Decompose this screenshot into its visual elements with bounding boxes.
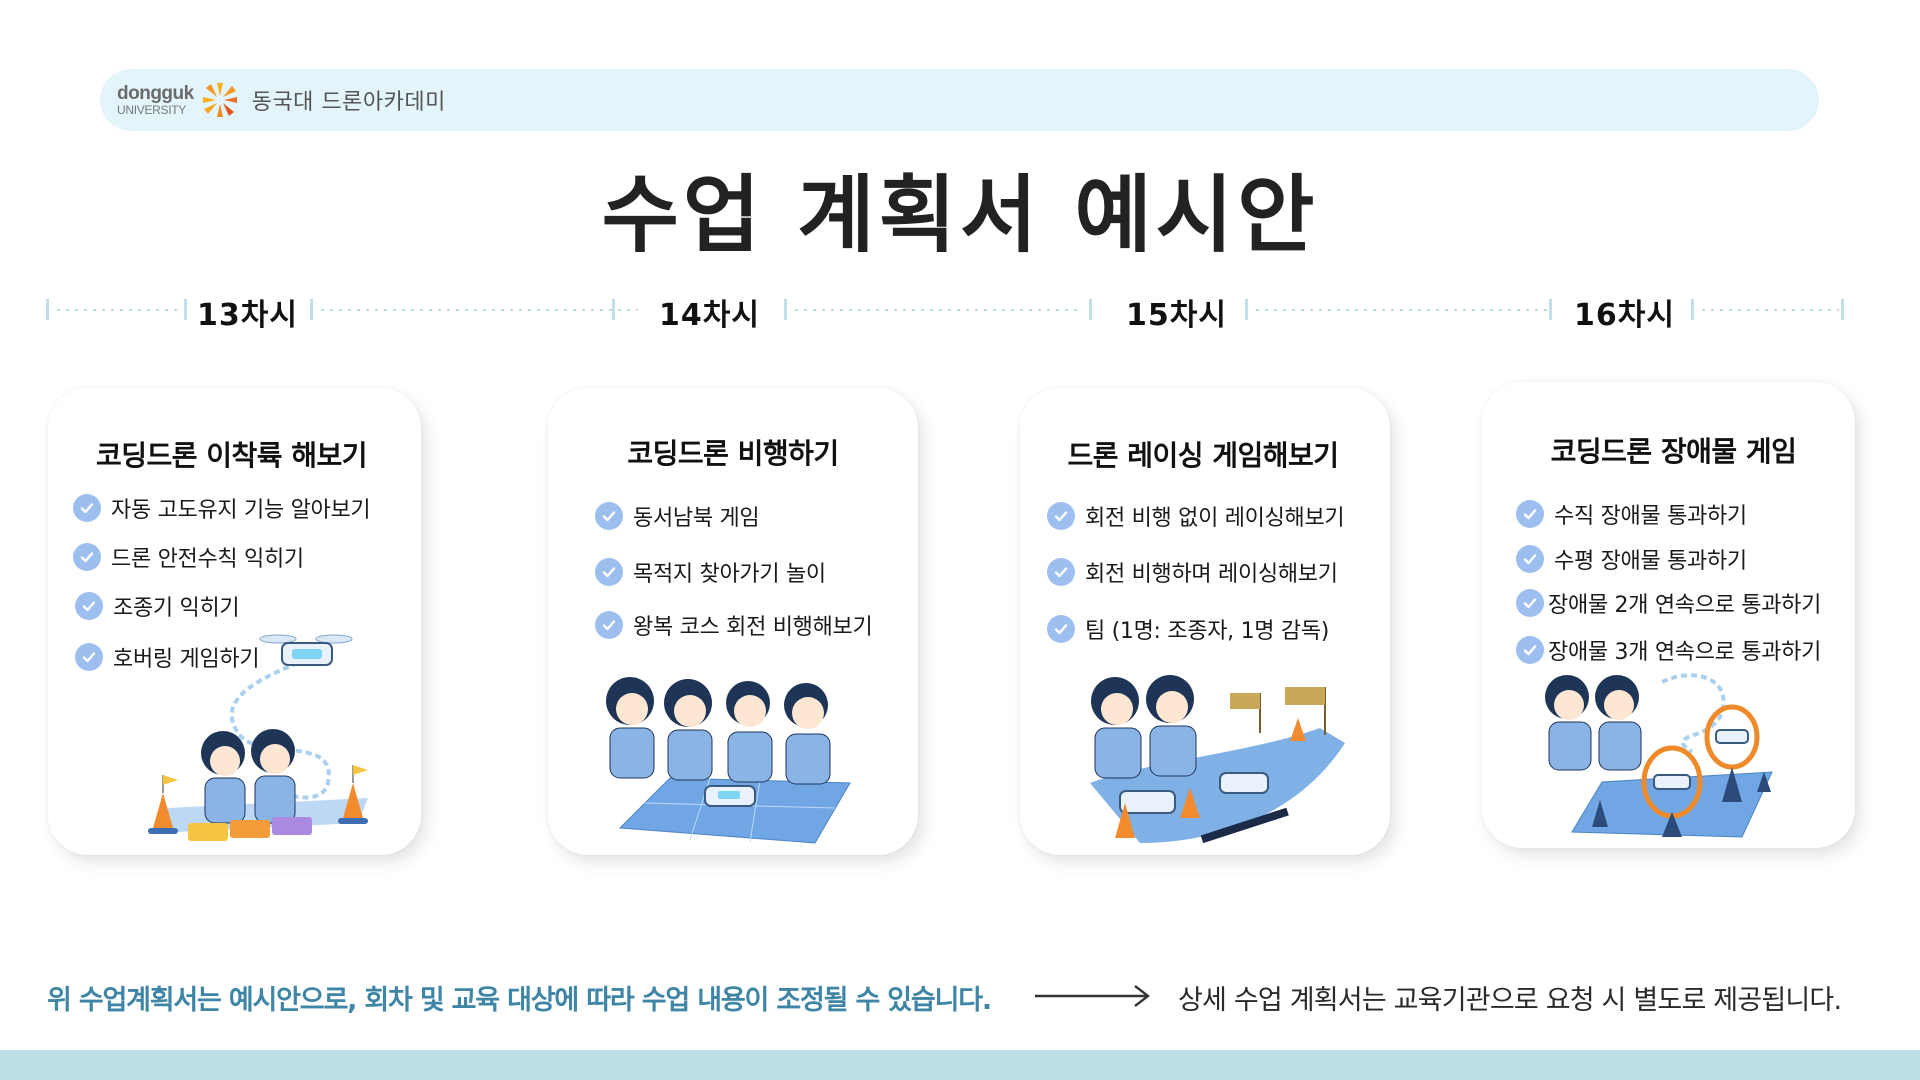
timeline-tick <box>1841 299 1844 320</box>
card-item: 동서남북 게임 <box>595 500 760 532</box>
card-item-label: 왕복 코스 회전 비행해보기 <box>633 615 873 640</box>
card-item: 호버링 게임하기 <box>75 641 260 673</box>
check-circle-icon <box>1047 502 1075 530</box>
card-item: 회전 비행하며 레이싱해보기 <box>1047 556 1338 588</box>
timeline-tick <box>612 299 615 320</box>
logo-wordmark: dongguk UNIVERSITY <box>117 84 194 116</box>
card-title: 코딩드론 이착륙 해보기 <box>95 439 368 472</box>
timeline-dots <box>792 309 1082 311</box>
check-circle-icon <box>1516 500 1544 528</box>
card-item-label: 회전 비행 없이 레이싱해보기 <box>1085 506 1345 531</box>
card-item: 자동 고도유지 기능 알아보기 <box>73 492 371 524</box>
session-card-13: 코딩드론 이착륙 해보기 자동 고도유지 기능 알아보기 드론 안전수칙 익히기… <box>48 388 421 855</box>
compass-game-illustration <box>606 677 851 844</box>
academy-name: 동국대 드론아카데미 <box>251 90 446 115</box>
hovering-drone-illustration <box>148 634 368 841</box>
timeline-tick <box>46 299 49 320</box>
timeline-tick <box>1549 299 1552 320</box>
card-item: 장애물 3개 연속으로 통과하기 <box>1516 634 1821 666</box>
card-item-label: 조종기 익히기 <box>113 596 240 621</box>
card-item-label: 자동 고도유지 기능 알아보기 <box>111 498 371 523</box>
card-item-label: 수평 장애물 통과하기 <box>1554 549 1747 574</box>
timeline-session-15: 15차시 <box>1126 298 1227 333</box>
card-item-label: 호버링 게임하기 <box>113 647 260 672</box>
timeline-tick <box>1691 299 1694 320</box>
logo-line2: UNIVERSITY <box>117 103 187 117</box>
timeline-tick <box>784 299 787 320</box>
header-bar: dongguk UNIVERSITY 동국대 드론아카데미 <box>100 69 1819 131</box>
card-title: 코딩드론 장애물 게임 <box>1550 435 1797 468</box>
session-card-15: 드론 레이싱 게임해보기 회전 비행 없이 레이싱해보기 회전 비행하며 레이싱… <box>1020 388 1390 855</box>
timeline-session-14: 14차시 <box>659 298 760 333</box>
session-card-16: 코딩드론 장애물 게임 수직 장애물 통과하기 수평 장애물 통과하기 장애물 … <box>1482 382 1855 848</box>
card-item: 왕복 코스 회전 비행해보기 <box>595 609 873 641</box>
page-title: 수업 계획서 예시안 <box>601 166 1319 264</box>
session-timeline: 13차시 14차시 15차시 16차시 <box>46 290 1846 333</box>
timeline-tick <box>1089 299 1092 320</box>
card-item: 조종기 익히기 <box>75 590 240 622</box>
sunburst-logo-icon <box>202 83 237 117</box>
check-circle-icon <box>73 543 101 571</box>
check-circle-icon <box>1516 589 1544 617</box>
check-circle-icon <box>75 592 103 620</box>
card-item-label: 장애물 3개 연속으로 통과하기 <box>1548 640 1822 665</box>
card-item: 드론 안전수칙 익히기 <box>73 541 304 573</box>
timeline-dots <box>1253 309 1550 311</box>
timeline-dots <box>318 309 638 311</box>
timeline-tick <box>1245 299 1248 320</box>
detail-plan-note: 상세 수업 계획서는 교육기관으로 요청 시 별도로 제공됩니다. <box>1178 985 1842 1016</box>
check-circle-icon <box>73 494 101 522</box>
card-item-label: 수직 장애물 통과하기 <box>1554 504 1747 529</box>
right-arrow-icon <box>1035 985 1150 1007</box>
card-item: 수직 장애물 통과하기 <box>1516 498 1747 530</box>
check-circle-icon <box>595 502 623 530</box>
timeline-session-16: 16차시 <box>1574 298 1675 333</box>
card-item: 장애물 2개 연속으로 통과하기 <box>1516 587 1821 619</box>
check-circle-icon <box>595 611 623 639</box>
check-circle-icon <box>1516 636 1544 664</box>
card-title: 드론 레이싱 게임해보기 <box>1067 439 1339 472</box>
card-item-label: 장애물 2개 연속으로 통과하기 <box>1548 593 1822 618</box>
disclaimer-note: 위 수업계획서는 예시안으로, 회차 및 교육 대상에 따라 수업 내용이 조정… <box>47 985 992 1016</box>
check-circle-icon <box>75 643 103 671</box>
check-circle-icon <box>1047 558 1075 586</box>
timeline-dots <box>1699 309 1839 311</box>
card-item-label: 회전 비행하며 레이싱해보기 <box>1085 562 1338 587</box>
bottom-band <box>0 1050 1920 1080</box>
card-item: 회전 비행 없이 레이싱해보기 <box>1047 500 1345 532</box>
card-item-label: 목적지 찾아가기 놀이 <box>633 562 826 587</box>
timeline-session-13: 13차시 <box>197 298 298 333</box>
timeline-tick <box>310 299 313 320</box>
check-circle-icon <box>595 558 623 586</box>
card-item-label: 드론 안전수칙 익히기 <box>111 547 304 572</box>
session-card-14: 코딩드론 비행하기 동서남북 게임 목적지 찾아가기 놀이 왕복 코스 회전 비… <box>548 388 918 855</box>
card-item-label: 팀 (1명: 조종자, 1명 감독) <box>1085 619 1330 644</box>
university-logo: dongguk UNIVERSITY 동국대 드론아카데미 <box>117 80 446 120</box>
timeline-tick <box>184 299 187 320</box>
check-circle-icon <box>1047 615 1075 643</box>
card-item: 팀 (1명: 조종자, 1명 감독) <box>1047 613 1329 645</box>
timeline-dots <box>54 309 182 311</box>
card-item: 목적지 찾아가기 놀이 <box>595 556 826 588</box>
card-item: 수평 장애물 통과하기 <box>1516 543 1747 575</box>
drone-racing-illustration <box>1090 675 1345 844</box>
check-circle-icon <box>1516 545 1544 573</box>
card-title: 코딩드론 비행하기 <box>627 437 839 470</box>
card-item-label: 동서남북 게임 <box>633 506 760 531</box>
obstacle-rings-illustration <box>1545 673 1773 838</box>
logo-line1: dongguk <box>117 83 194 104</box>
